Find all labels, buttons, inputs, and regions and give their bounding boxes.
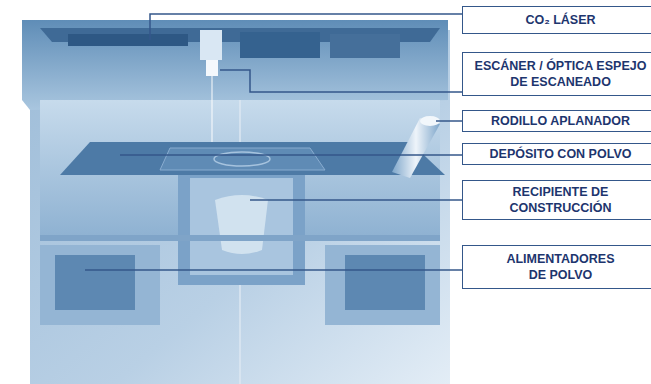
label-box: RODILLO APLANADOR [462, 110, 651, 132]
part-label: RODILLO APLANADOR [491, 113, 630, 129]
label-box: ALIMENTADORES DE POLVO [462, 245, 651, 289]
built-part [215, 195, 268, 254]
leader-line [85, 269, 462, 271]
roller [392, 118, 440, 178]
feeder-left [40, 245, 160, 325]
part-label: RECIPIENTE DE CONSTRUCCIÓN [496, 184, 626, 216]
optics-block [330, 34, 400, 58]
leader-line [150, 14, 462, 40]
cabinet-rail [40, 235, 440, 241]
powder-bed [60, 142, 445, 175]
label-box: RECIPIENTE DE CONSTRUCCIÓN [462, 180, 651, 220]
optics-block [240, 32, 320, 58]
leader-line [250, 199, 462, 201]
scan-mirror [206, 60, 218, 76]
build-container-inner [190, 178, 293, 275]
part-label: CO₂ LÁSER [525, 12, 595, 28]
feeder-left-powder [55, 255, 135, 310]
label-box: ESCÁNER / ÓPTICA ESPEJO DE ESCANEADO [462, 52, 651, 96]
part-label: ALIMENTADORES DE POLVO [497, 251, 625, 283]
build-container [178, 175, 305, 285]
part-label: DEPÓSITO CON POLVO [490, 146, 632, 162]
leader-line [436, 120, 462, 122]
feeder-right-powder [345, 255, 425, 310]
label-box: CO₂ LÁSER [462, 6, 651, 34]
laser-tube [68, 34, 188, 46]
leader-line [220, 70, 462, 92]
machine-top [22, 20, 448, 110]
leader-line [120, 154, 462, 156]
part-label: ESCÁNER / ÓPTICA ESPEJO DE ESCANEADO [475, 58, 647, 90]
scanner-head [200, 30, 222, 60]
label-box: DEPÓSITO CON POLVO [462, 143, 651, 165]
part-outline [214, 152, 270, 166]
feeder-right [325, 245, 440, 325]
build-area [160, 148, 325, 170]
